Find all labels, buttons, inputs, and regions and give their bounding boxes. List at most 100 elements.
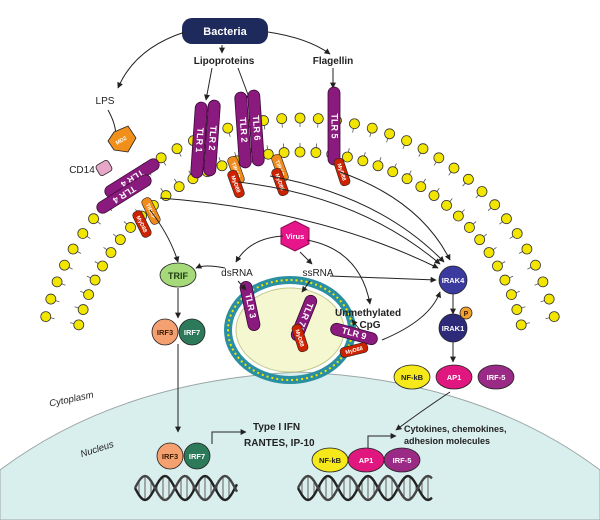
bacteria-label: Bacteria: [203, 26, 247, 38]
arrow-ssrna-irak4: [329, 275, 437, 283]
cpg-label: CpG: [359, 320, 380, 331]
cd14-shape: [95, 160, 113, 176]
phospho-node: P: [459, 306, 473, 320]
lipid: [88, 213, 126, 246]
arrow-tlr5-irak4: [339, 171, 451, 261]
cytoplasm-label: Cytoplasm: [48, 389, 94, 409]
cyto-output-line2: adhesion molecules: [404, 436, 490, 446]
lipid: [51, 276, 95, 300]
arrow-cyto-output: [367, 433, 397, 450]
irf5-node: IRF-5: [477, 364, 515, 390]
cyto-output-line1: Cytokines, chemokines,: [404, 424, 507, 434]
svg-text:MyD88: MyD88: [229, 175, 241, 194]
irak4-node: IRAK4: [438, 265, 468, 295]
arrow-virus-cpg: [306, 239, 372, 305]
trif-node: TRIF: [159, 262, 197, 288]
lipid: [387, 135, 412, 178]
lipid: [452, 186, 488, 222]
nuclear-irf7-node: IRF7: [183, 442, 211, 470]
nuclear-irf3-node: IRF3: [156, 442, 184, 470]
arrow-cpg-tlr9: [351, 319, 361, 331]
virus-label: Virus: [286, 232, 305, 241]
lipid: [40, 311, 85, 331]
lipid: [59, 259, 101, 286]
myd88-adaptor: MyD88: [271, 167, 289, 197]
receptor-tlr9: TLR 9: [330, 322, 378, 346]
lipid: [515, 311, 560, 331]
bacteria-box: Bacteria: [182, 18, 268, 44]
dna-strand: [296, 474, 433, 502]
svg-text:TLR 2: TLR 2: [238, 117, 250, 143]
arrow-lipo-tlr21: [204, 67, 213, 101]
receptor-tlr1: TLR 1: [190, 101, 208, 179]
arrow-dsrna-trif: [195, 263, 226, 269]
arrow-bacteria-lps: [117, 31, 186, 89]
irak1-node: IRAK1: [438, 313, 468, 343]
svg-text:IRF3: IRF3: [162, 452, 178, 461]
receptor-tlr3: TLR 3: [239, 281, 261, 331]
flagellin-label: Flagellin: [313, 56, 354, 67]
arrow-bacteria-flagellin: [267, 31, 331, 55]
lipid: [372, 128, 396, 172]
lipid: [155, 152, 185, 193]
svg-text:AP1: AP1: [359, 456, 374, 465]
svg-text:IRF3: IRF3: [157, 328, 173, 337]
irf3-node: IRF3: [151, 318, 179, 346]
svg-text:MyD88: MyD88: [273, 173, 285, 192]
nfkb-node: NF-kB: [393, 364, 431, 390]
lipoproteins-label: Lipoproteins: [194, 56, 255, 67]
svg-text:IRF7: IRF7: [184, 328, 200, 337]
svg-text:IRAK4: IRAK4: [442, 276, 465, 285]
lipid: [77, 228, 117, 258]
dna-strand: [133, 474, 239, 502]
svg-text:MyD88: MyD88: [293, 329, 304, 348]
lipid: [294, 112, 306, 158]
nuclear-nfkb-node: NF-kB: [311, 447, 349, 473]
ap1-node: AP1: [435, 364, 473, 390]
arrow-virus-ssrna: [299, 251, 313, 265]
lipid: [492, 243, 533, 272]
arrow-virus-dsrna: [235, 235, 284, 263]
lipid: [310, 113, 324, 158]
md2-shape: [107, 125, 137, 153]
svg-text:IRAK1: IRAK1: [442, 324, 465, 333]
lipid: [357, 122, 378, 167]
arrow-tlr4-irak4: [159, 197, 439, 269]
receptor-tlr5: TLR 5: [327, 86, 341, 166]
arrow-dsrna-tlr3: [237, 280, 247, 291]
svg-text:TLR 2: TLR 2: [207, 125, 219, 151]
dna-helix-right: [296, 474, 433, 502]
nuclear-ap1-node: AP1: [347, 447, 385, 473]
svg-text:TLR 5: TLR 5: [330, 113, 340, 138]
dsrna-label: dsRNA: [221, 268, 253, 279]
lipid: [511, 293, 555, 315]
myd88-adaptor: MyD88: [339, 342, 369, 358]
lipid: [483, 228, 523, 258]
dna-strand: [133, 474, 239, 502]
lipid: [499, 259, 541, 286]
trif-label: TRIF: [168, 271, 188, 281]
svg-text:NF-kB: NF-kB: [401, 373, 424, 382]
lipid: [45, 293, 89, 315]
lps-label: LPS: [96, 96, 115, 107]
cd14-label: CD14: [69, 165, 95, 176]
adaptor-proteins: TIRAPMyD88TIRAPMyD88TIRAPMyD88MyD88MyD88…: [132, 153, 369, 358]
unmethylated-label: Unmethylated: [335, 308, 401, 319]
receptor-tlr2-a: TLR 2: [203, 99, 221, 177]
md2-label: MD2: [115, 136, 128, 147]
svg-text:P: P: [464, 311, 469, 318]
svg-text:IRF-5: IRF-5: [487, 373, 506, 382]
svg-text:AP1: AP1: [447, 373, 462, 382]
svg-text:NF-kB: NF-kB: [319, 456, 342, 465]
lipid: [428, 162, 460, 201]
arrow-tlr21-irak4: [237, 181, 441, 265]
nuclear-irf5-node: IRF-5: [383, 447, 421, 473]
ifn-output-line2: RANTES, IP-10: [244, 438, 315, 449]
arrow-ssrna-tlr78: [301, 280, 311, 293]
svg-text:IRF-5: IRF-5: [393, 456, 412, 465]
svg-text:IRF7: IRF7: [189, 452, 205, 461]
arrow-ifn-output: [211, 429, 247, 444]
irf7-node: IRF7: [178, 318, 206, 346]
arrow-tlr26-irak4: [269, 175, 445, 263]
